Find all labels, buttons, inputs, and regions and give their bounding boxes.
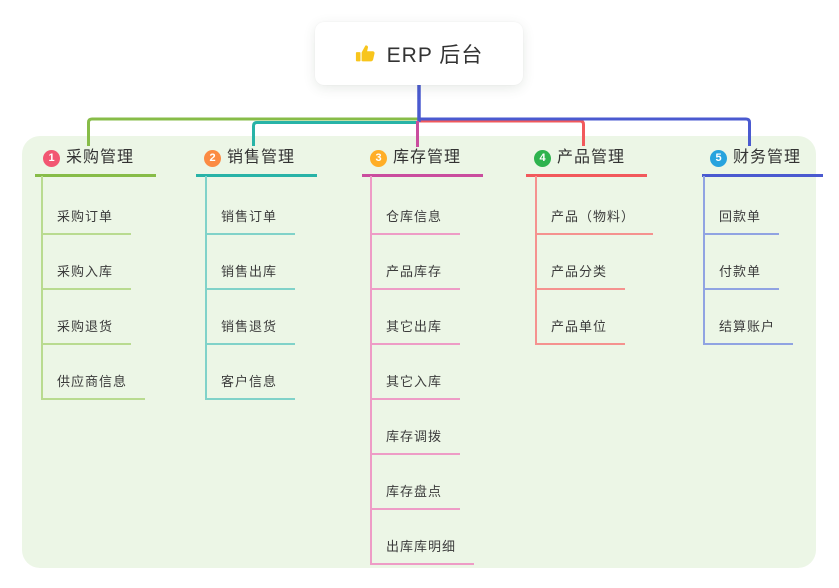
branch-heading-purchase[interactable]: 1 采购管理	[35, 148, 157, 177]
child-node[interactable]: 采购退货	[41, 315, 132, 345]
child-node[interactable]: 库存盘点	[370, 480, 461, 510]
branch-badge-5: 5	[710, 149, 727, 167]
child-node[interactable]: 销售退货	[205, 315, 296, 345]
branch-child-line-3	[370, 176, 372, 565]
child-node[interactable]: 客户信息	[205, 370, 296, 400]
child-node[interactable]: 库存调拨	[370, 425, 461, 455]
child-node[interactable]: 产品库存	[370, 260, 461, 290]
branch-heading-product[interactable]: 4 产品管理	[526, 148, 648, 177]
branch-child-line-5	[703, 176, 705, 345]
branch-child-line-4	[535, 176, 537, 345]
branch-heading-sales[interactable]: 2 销售管理	[196, 148, 318, 177]
branch-heading-inventory[interactable]: 3 库存管理	[362, 148, 484, 177]
child-node[interactable]: 出库库明细	[370, 535, 475, 565]
branch-badge-3: 3	[370, 149, 387, 167]
branch-label: 库存管理	[393, 149, 462, 166]
child-node[interactable]: 回款单	[703, 205, 780, 235]
branch-badge-1: 1	[43, 149, 60, 167]
branch-label: 财务管理	[733, 149, 802, 166]
mindmap-panel	[22, 136, 816, 568]
child-node[interactable]: 产品（物料）	[535, 205, 654, 235]
child-node[interactable]: 采购入库	[41, 260, 132, 290]
child-node[interactable]: 付款单	[703, 260, 780, 290]
branch-label: 产品管理	[557, 149, 626, 166]
child-node[interactable]: 仓库信息	[370, 205, 461, 235]
branch-label: 销售管理	[227, 149, 296, 166]
child-node[interactable]: 销售出库	[205, 260, 296, 290]
child-node[interactable]: 采购订单	[41, 205, 132, 235]
branch-badge-4: 4	[534, 149, 551, 167]
branch-label: 采购管理	[66, 149, 135, 166]
root-title: ERP 后台	[386, 43, 484, 67]
child-node[interactable]: 结算账户	[703, 315, 794, 345]
child-node[interactable]: 销售订单	[205, 205, 296, 235]
thumbs-up-icon	[355, 43, 377, 65]
child-node[interactable]: 其它出库	[370, 315, 461, 345]
branch-heading-finance[interactable]: 5 财务管理	[702, 148, 824, 177]
child-node[interactable]: 供应商信息	[41, 370, 146, 400]
root-node[interactable]: ERP 后台	[315, 22, 523, 85]
child-node[interactable]: 产品分类	[535, 260, 626, 290]
child-node[interactable]: 其它入库	[370, 370, 461, 400]
child-node[interactable]: 产品单位	[535, 315, 626, 345]
branch-badge-2: 2	[204, 149, 221, 167]
